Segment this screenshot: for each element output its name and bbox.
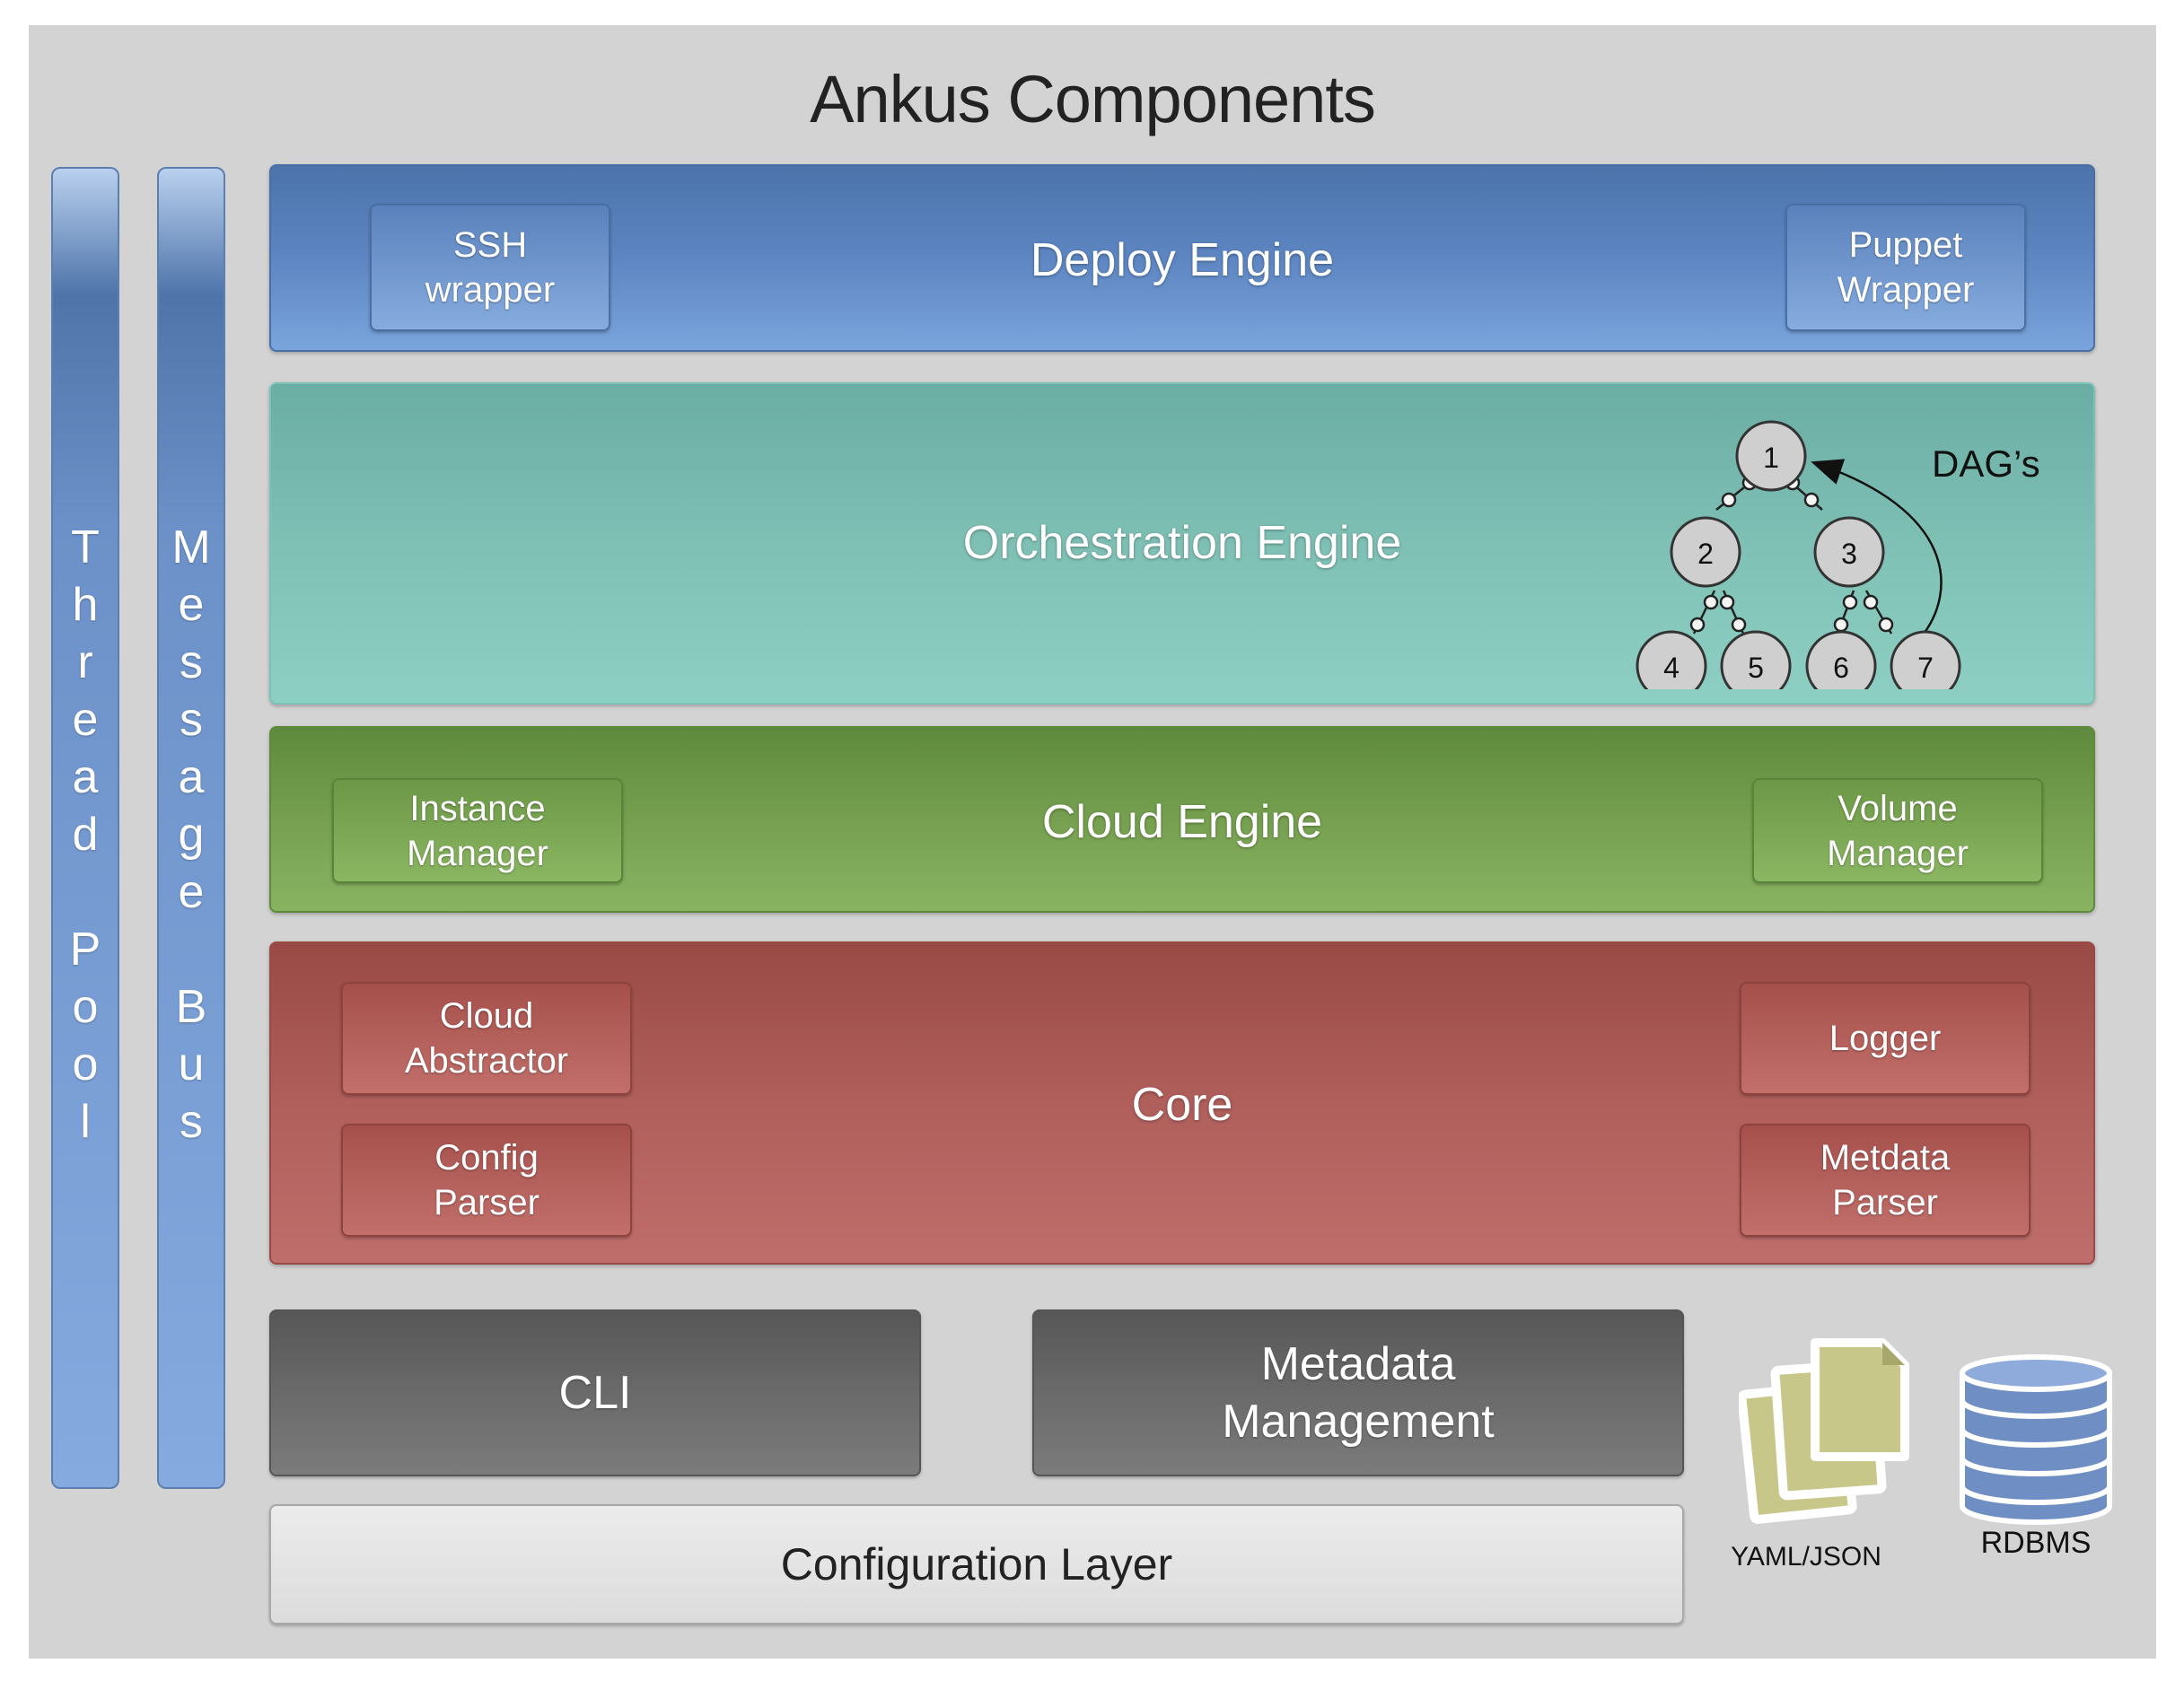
- dag-node-7: 7: [1890, 630, 1961, 689]
- rail-char: a: [72, 751, 99, 803]
- dag-graph: 1 2 3 4 5 6 7: [1636, 420, 1961, 689]
- rail-char: s: [180, 1096, 203, 1148]
- svg-text:3: 3: [1841, 538, 1857, 570]
- cloud-engine-label: Cloud Engine: [1041, 796, 1323, 848]
- instance-manager-box: Instance Manager: [332, 778, 623, 883]
- cloud-abstractor-box: Cloud Abstractor: [341, 982, 632, 1095]
- rail-char: e: [72, 694, 99, 746]
- message-bus-rail: M e s s a g e B u s: [157, 167, 225, 1489]
- rail-char: [157, 921, 225, 978]
- rail-char: u: [178, 1038, 205, 1090]
- rail-char: s: [180, 636, 203, 688]
- svg-text:4: 4: [1663, 652, 1680, 684]
- rail-char: M: [171, 521, 211, 574]
- svg-text:5: 5: [1748, 652, 1764, 684]
- rail-char: e: [178, 579, 205, 631]
- diagram-canvas: Ankus Components T h r e a d P o o l M e…: [29, 25, 2156, 1659]
- diagram-title: Ankus Components: [810, 62, 1376, 136]
- svg-text:7: 7: [1917, 652, 1934, 684]
- dag-node-6: 6: [1805, 630, 1877, 689]
- svg-text:1: 1: [1763, 442, 1779, 474]
- deploy-engine-label: Deploy Engine: [1030, 234, 1335, 286]
- orchestration-engine-label: Orchestration Engine: [962, 517, 1402, 569]
- ssh-wrapper-box: SSH wrapper: [370, 204, 610, 331]
- dag-node-1: 1: [1735, 420, 1807, 492]
- rdbms-label: RDBMS: [1980, 1526, 2092, 1560]
- rail-char: B: [175, 981, 207, 1033]
- dag-label: DAG’s: [1932, 442, 2040, 485]
- rail-char: T: [71, 521, 100, 574]
- database-icon: [1960, 1354, 2112, 1525]
- config-parser-box: Config Parser: [341, 1124, 632, 1237]
- dag-node-2: 2: [1670, 516, 1741, 588]
- metadata-management-box: Metadata Management: [1032, 1309, 1684, 1476]
- rail-char: d: [72, 809, 99, 861]
- rail-char: e: [178, 866, 205, 918]
- rail-char: h: [72, 579, 99, 631]
- thread-pool-rail: T h r e a d P o o l: [51, 167, 119, 1489]
- puppet-wrapper-box: Puppet Wrapper: [1785, 204, 2026, 331]
- yaml-json-label: YAML/JSON: [1731, 1542, 1881, 1572]
- rail-char: s: [180, 694, 203, 746]
- rail-char: [51, 863, 119, 921]
- dag-back-edge-arrow: [1811, 459, 1943, 638]
- volume-manager-box: Volume Manager: [1752, 778, 2043, 883]
- rail-char: r: [77, 636, 93, 688]
- svg-text:2: 2: [1697, 538, 1714, 570]
- orchestration-engine-layer: Orchestration Engine DAG’s: [269, 382, 2095, 705]
- configuration-layer-box: Configuration Layer: [269, 1504, 1684, 1624]
- rail-char: l: [80, 1096, 91, 1148]
- core-layer: Core Cloud Abstractor Config Parser Logg…: [269, 941, 2095, 1265]
- cloud-engine-layer: Cloud Engine Instance Manager Volume Man…: [269, 726, 2095, 913]
- rail-char: g: [178, 809, 205, 861]
- metadata-parser-box: Metdata Parser: [1740, 1124, 2031, 1237]
- dag-node-3: 3: [1813, 516, 1885, 588]
- rail-char: a: [178, 751, 205, 803]
- cli-box: CLI: [269, 1309, 921, 1476]
- documents-icon: [1739, 1338, 1909, 1524]
- rail-char: o: [72, 981, 99, 1033]
- deploy-engine-layer: Deploy Engine SSH wrapper Puppet Wrapper: [269, 164, 2095, 352]
- core-label: Core: [1131, 1079, 1233, 1131]
- svg-text:6: 6: [1833, 652, 1849, 684]
- logger-box: Logger: [1740, 982, 2031, 1095]
- dag-node-4: 4: [1636, 630, 1707, 689]
- dag-node-5: 5: [1720, 630, 1792, 689]
- rail-char: o: [72, 1038, 99, 1090]
- rail-char: P: [69, 924, 101, 976]
